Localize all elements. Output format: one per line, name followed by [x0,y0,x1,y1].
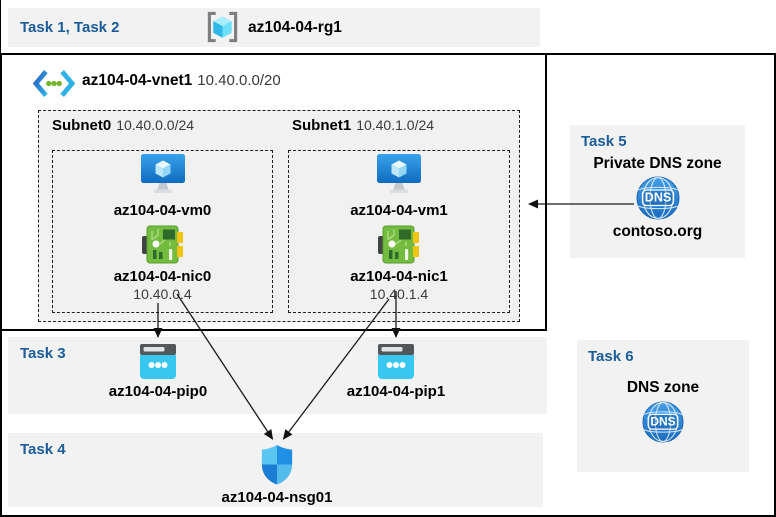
resource-group-icon [205,10,240,45]
nic1-ip: 10.40.1.4 [369,286,429,302]
task-6-label: Task 6 [588,348,634,365]
subnet1-box [288,150,510,313]
nsg-group: az104-04-nsg01 [207,444,347,506]
private-dns-zone-name: contoso.org [612,223,703,240]
subnet1-name: Subnet1 [292,117,352,134]
dns-icon-label: DNS [650,414,675,428]
network-security-group-icon [259,444,295,485]
task-6-panel: Task 6 DNS zone DNS [577,340,749,472]
subnet1-resources: az104-04-vm1 az104-04-nic1 10.40.1.4 [288,154,510,302]
pip0-group: az104-04-pip0 [88,344,228,400]
nic0-name: az104-04-nic0 [113,268,212,285]
task-1-2-label: Task 1, Task 2 [20,19,120,36]
subnet0-resources: az104-04-vm0 az104-04-nic0 10.40.0.4 [52,154,273,302]
dns-zone-icon: DNS [642,401,684,443]
nic1-name: az104-04-nic1 [350,268,448,285]
left-edge-line [0,0,1,53]
vm1-name: az104-04-vm1 [350,202,448,219]
resource-group-name: az104-04-rg1 [248,19,342,36]
public-ip-icon [140,344,176,379]
dns-zone-title: DNS zone [626,379,700,396]
subnets-container [38,110,520,322]
virtual-machine-icon [140,154,186,194]
vm0-name: az104-04-vm0 [113,202,212,219]
pip0-name: az104-04-pip0 [108,383,208,400]
pip1-group: az104-04-pip1 [326,344,466,400]
dns-icon-label: DNS [644,191,670,205]
network-interface-icon [142,225,184,265]
vnet-cidr: 10.40.0.0/20 [197,72,281,89]
task-5-panel: Task 5 Private DNS zone DNS contoso.org [570,125,745,258]
task-5-label: Task 5 [581,133,627,150]
nsg-name: az104-04-nsg01 [221,489,333,506]
private-dns-zone-title: Private DNS zone [593,155,722,172]
nic0-ip: 10.40.0.4 [133,286,192,302]
task-4-label: Task 4 [20,441,66,458]
virtual-machine-icon [376,154,422,194]
subnet0-name: Subnet0 [52,117,112,134]
subnet0-box [52,150,273,313]
public-ip-icon [378,344,414,379]
subnet1-cidr: 10.40.1.0/24 [356,117,435,133]
virtual-network-icon [33,70,75,97]
pip1-name: az104-04-pip1 [346,383,446,400]
network-interface-icon [378,225,420,265]
task-1-2-panel [8,8,540,47]
task-3-panel [8,337,547,414]
task-3-label: Task 3 [20,345,66,362]
dns-zone-icon: DNS [636,176,680,220]
vnet-name: az104-04-vnet1 [82,72,193,89]
subnet0-cidr: 10.40.0.0/24 [116,117,195,133]
